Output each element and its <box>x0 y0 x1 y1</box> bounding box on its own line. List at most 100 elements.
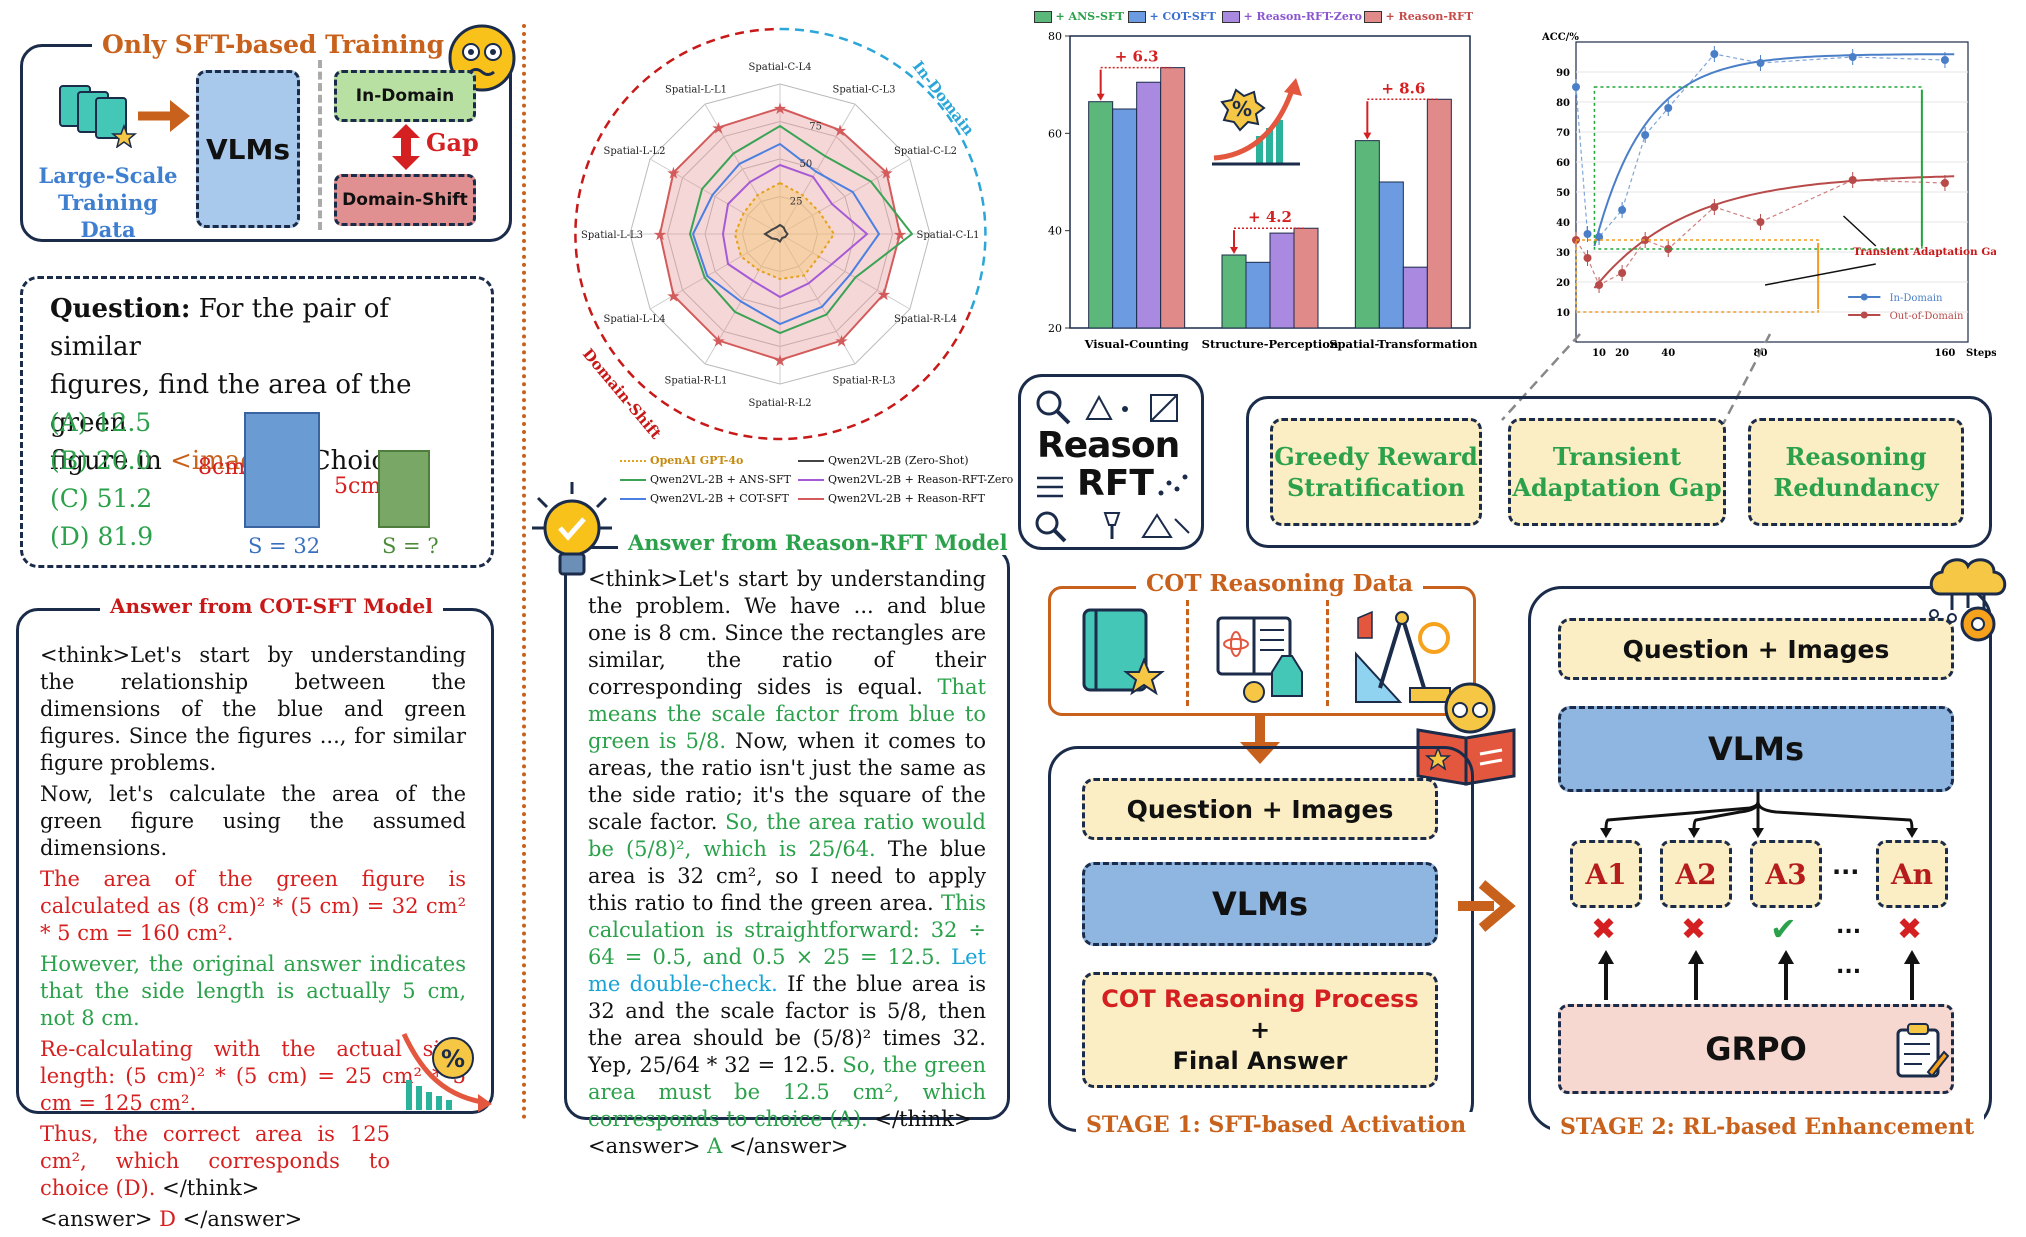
line-point-1-1 <box>1583 254 1592 262</box>
bar-gain-arrowhead <box>1230 247 1238 254</box>
line-legend-label: Out-of-Domain <box>1890 311 1964 322</box>
bar-y-tick-label: 40 <box>1048 225 1062 238</box>
rft-answer-close: </answer> <box>722 1134 849 1158</box>
clipboard-icon <box>1896 1023 1950 1078</box>
legend-item-gpt4o: OpenAI GPT-4o <box>620 454 743 467</box>
radar-series-ans-sft <box>688 124 914 335</box>
cot-para-2: Now, let's calculate the area of the gre… <box>40 782 466 860</box>
radar-tick-label: 75 <box>809 122 822 133</box>
rft-sent-1: <think>Let's start by understanding the … <box>588 567 986 699</box>
zoom-connector <box>1501 333 1772 431</box>
line-point-0-4 <box>1641 131 1650 139</box>
stage1-output-line1: COT Reasoning Process <box>1101 984 1419 1013</box>
line-legend-marker <box>1860 293 1868 301</box>
list-icon <box>1037 476 1063 498</box>
line-point-1-2 <box>1595 281 1604 289</box>
line-y-tick-label: 40 <box>1556 218 1570 229</box>
line-y-tick-label: 30 <box>1556 248 1570 259</box>
question-label: Question: <box>50 294 191 324</box>
answer-ellipsis: ... <box>1832 852 1860 880</box>
question-text-3: figure in <box>50 446 171 476</box>
question-text-2: figures, find the area of the green <box>50 370 412 438</box>
radar-axis-label: Spatial-R-L4 <box>894 314 957 325</box>
grpo-label: GRPO <box>1705 1030 1807 1068</box>
line-point-1-7 <box>1756 218 1765 226</box>
choice-c: (C) 51.2 <box>50 484 153 513</box>
line-point-1-6 <box>1710 203 1719 211</box>
transient-gap-label: Transient Adaptation Gap <box>1853 246 1996 258</box>
up-ellipsis: ... <box>1836 954 1862 979</box>
cot-answer-body: <think>Let's start by understanding the … <box>40 642 466 1237</box>
geometry-tools-icon <box>1355 610 1451 703</box>
line-point-0-0 <box>1572 83 1580 91</box>
bar-legend-reason-rft: + Reason-RFT <box>1364 10 1473 23</box>
rft-answer-value: A <box>707 1134 723 1158</box>
radar-point-star: ★ <box>893 225 907 244</box>
line-point-0-6 <box>1710 50 1719 58</box>
question-panel <box>20 276 494 568</box>
cot-think-close: </think> <box>155 1176 260 1200</box>
data-label-line2: Training Data <box>58 190 158 242</box>
tools-icon <box>1035 511 1190 543</box>
radar-point-star: ★ <box>773 351 787 370</box>
stage2-label: STAGE 2: RL-based Enhancement <box>1550 1114 1985 1140</box>
radar-axis-label: Spatial-L-L2 <box>604 146 666 157</box>
answer-an: An <box>1876 840 1948 908</box>
line-y-tick-label: 70 <box>1556 128 1570 139</box>
line-y-tick-label: 20 <box>1556 278 1570 289</box>
rft-sent-2: That means the scale factor from blue to… <box>588 675 986 753</box>
stage1-question-images: Question + Images <box>1082 778 1438 840</box>
rft-sent-6: This calculation is straightforward: 32 … <box>588 891 986 969</box>
answer-a3: A3 <box>1750 840 1822 908</box>
line-x-axis-title: Steps <box>1966 348 1996 359</box>
stage1-output: COT Reasoning Process + Final Answer <box>1082 972 1438 1088</box>
blue-area-label: S = 32 <box>248 534 321 558</box>
radar-axis-label: Spatial-R-L2 <box>749 398 812 409</box>
double-arrow-icon <box>392 124 420 170</box>
radar-point-star: ★ <box>666 164 680 183</box>
stage1-output-line3: Final Answer <box>1172 1046 1348 1075</box>
line-fit-0 <box>1593 53 1955 247</box>
insight-reasoning-redundancy: Reasoning Redundancy <box>1748 418 1964 526</box>
bar-0-1 <box>1221 254 1247 329</box>
cot-para-1: <think>Let's start by understanding the … <box>40 643 466 775</box>
radar-axis-label: Spatial-R-L1 <box>665 375 728 386</box>
separator <box>318 60 322 230</box>
scatter-icon <box>1158 474 1188 496</box>
gap-pointer-1 <box>1842 215 1877 247</box>
cot-answer-open: <answer> <box>40 1207 160 1231</box>
radar-arc-in-domain <box>779 27 987 313</box>
column-divider <box>522 24 526 1120</box>
rft-answer-body: <think>Let's start by understanding the … <box>588 566 986 1160</box>
answer-a2: A2 <box>1660 840 1732 908</box>
cot-answer-title: Answer from COT-SFT Model <box>100 594 443 618</box>
rft-think-close: </think> <box>867 1107 972 1131</box>
rft-answer-open: <answer> <box>588 1134 708 1158</box>
radar-legend: OpenAI GPT-4o Qwen2VL-2B (Zero-Shot) Qwe… <box>620 454 1040 514</box>
rft-answer-title: Answer from Reason-RFT Model <box>618 530 1018 555</box>
data-label: Large-Scale Training Data <box>34 162 182 243</box>
bar-category-label: Structure-Perception <box>1202 337 1339 351</box>
radar-series-zero-shot <box>763 223 789 243</box>
geometry-icon <box>1085 394 1178 422</box>
cot-para-3: The area of the green figure is calculat… <box>40 867 466 945</box>
legend-item-ans-sft: Qwen2VL-2B + ANS-SFT <box>620 473 791 486</box>
bar-2-1 <box>1269 232 1295 329</box>
green-area-label: S = ? <box>382 534 439 558</box>
line-point-0-9 <box>1940 56 1949 64</box>
stage1-label: STAGE 1: SFT-based Activation <box>1076 1112 1477 1138</box>
line-y-tick-label: 60 <box>1556 158 1570 169</box>
rft-sent-8: If the blue area is 32 and the scale fac… <box>588 972 987 1077</box>
line-y-tick-label: 50 <box>1556 188 1570 199</box>
bar-legend-cot-sft: + COT-SFT <box>1128 10 1216 23</box>
line-x-tick-label: 10 <box>1592 348 1606 359</box>
bar-1-0 <box>1112 108 1138 329</box>
line-point-0-2 <box>1595 233 1604 241</box>
line-point-0-5 <box>1664 104 1673 112</box>
cot-answer-value: D <box>159 1207 176 1231</box>
line-point-0-1 <box>1583 230 1592 238</box>
rft-sent-3: Now, when it comes to areas, the ratio i… <box>588 729 987 834</box>
reason-rft-logo: Reason RFT <box>1018 374 1204 550</box>
radar-spoke <box>649 158 781 235</box>
